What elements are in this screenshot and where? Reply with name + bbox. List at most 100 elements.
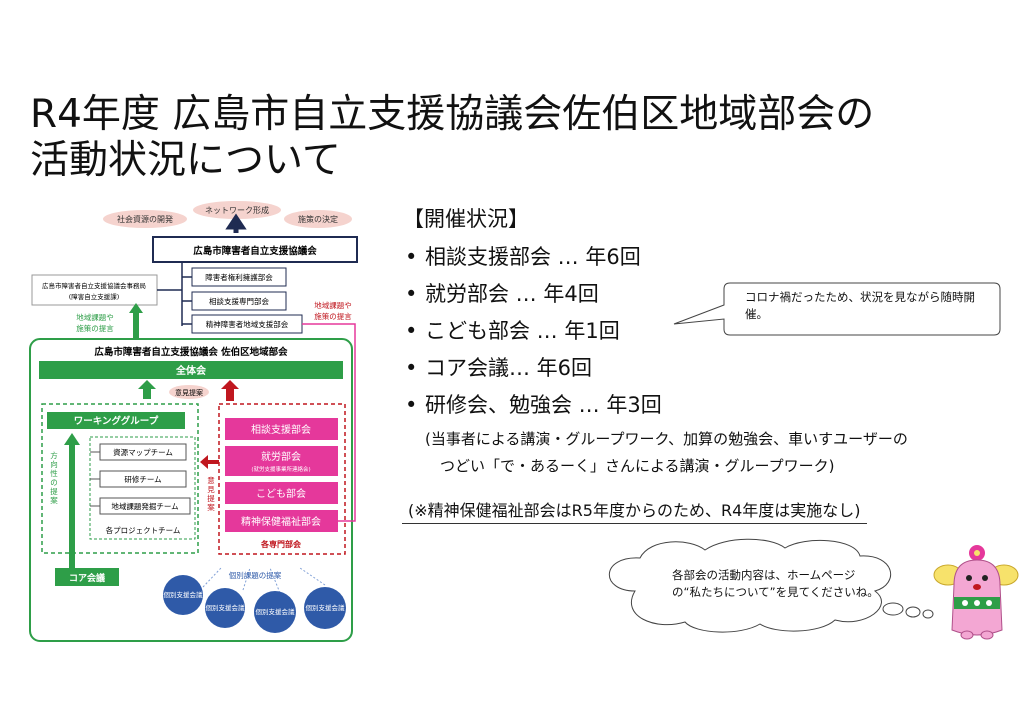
tag-resource-development-label: 社会資源の開発	[117, 214, 173, 224]
red-arrow-left	[200, 455, 219, 469]
training-detail: (当事者による講演・グループワーク、加算の勉強会、車いすユーザーの つどい「で・…	[425, 426, 1015, 480]
direction-proposal-text: 方向性 の提案	[50, 450, 58, 505]
status-item: • こども部会 … 年1回	[395, 313, 1005, 350]
team-issue-discovery-label: 地域課題発掘チーム	[111, 501, 178, 511]
bullet-icon: •	[405, 356, 418, 380]
saeki-council-title: 広島市障害者自立支援協議会 佐伯区地域部会	[94, 346, 288, 358]
section-children	[225, 482, 338, 504]
callout-text: コロナ禍だったため、状況を見ながら随時開催。	[745, 290, 975, 321]
mascot-character-icon	[933, 545, 1019, 640]
svg-text:見: 見	[207, 485, 215, 494]
page-title-line1: R4年度 広島市自立支援協議会佐伯区地域部会の	[30, 92, 875, 137]
section-mental-label: 精神保健福祉部会	[241, 515, 321, 528]
cloud-text: 各部会の活動内容は、ホームページの“私たちについて”を見てくださいね。	[672, 568, 879, 599]
bullet-icon: •	[405, 245, 418, 269]
page-title-line2: 活動状況について	[30, 138, 341, 183]
red-arrow-up-sections	[221, 380, 239, 401]
section-consult	[225, 418, 338, 440]
status-item-label: 就労部会 … 年4回	[425, 282, 599, 306]
city-sub-rights	[191, 267, 287, 287]
working-group-label: ワーキンググループ	[74, 415, 159, 427]
sections-caption: 各専門部会	[260, 539, 301, 549]
status-item: • 就労部会 … 年4回	[395, 276, 1005, 313]
support-meeting-4	[304, 587, 346, 629]
sections-frame	[218, 403, 346, 555]
svg-text:方: 方	[50, 450, 58, 460]
city-sub-mental-label: 精神障害者地域支援部会	[206, 319, 289, 329]
tag-policy	[284, 210, 352, 228]
svg-text:の: の	[50, 478, 58, 487]
section-employment-sub: (就労支援事業所連絡会)	[251, 465, 310, 473]
city-council-label: 広島市障害者自立支援協議会	[193, 245, 317, 257]
working-group-frame	[41, 403, 199, 554]
secretariat-box	[31, 274, 158, 306]
support-meeting-1	[163, 575, 203, 615]
svg-text:案: 案	[50, 495, 58, 505]
bullet-icon: •	[405, 319, 418, 343]
support-meeting-3-label: 個別支援会議	[256, 607, 296, 616]
right-proposal-label-2: 施策の提言	[314, 311, 352, 321]
svg-text:性: 性	[50, 468, 58, 478]
thought-cloud	[608, 538, 934, 633]
support-meeting-1-label: 個別支援会議	[164, 590, 204, 599]
svg-text:意: 意	[207, 475, 215, 485]
teams-caption: 各プロジェクトチーム	[106, 525, 181, 535]
individual-proposal-label: 個別課題の提案	[229, 570, 282, 580]
city-sub-consult	[191, 291, 287, 311]
svg-text:案: 案	[207, 502, 215, 512]
training-detail-line1: (当事者による講演・グループワーク、加算の勉強会、車いすユーザーの	[425, 430, 908, 448]
status-section: 【開催状況】 • 相談支援部会 … 年6回 • 就労部会 … 年4回 • こども部会 …	[395, 203, 1005, 424]
tag-network-label: ネットワーク形成	[205, 205, 269, 215]
secretariat-label: 広島市障害者自立支援協議会事務局	[42, 281, 146, 290]
section-children-label: こども部会	[256, 487, 306, 500]
green-arrow-up-wg	[138, 380, 156, 399]
working-group-bar	[47, 412, 185, 429]
callout-bubble	[673, 282, 1001, 336]
core-meeting-label: コア会議	[69, 572, 105, 584]
organization-diagram: 社会資源の開発 ネットワーク形成 施策の決定 広島市障害者自立支援協議会 障害者…	[29, 201, 358, 642]
city-sub-rights-label: 障害者権利擁護部会	[205, 272, 273, 282]
opinion-up-label: 意見提案	[175, 388, 203, 397]
section-employment-label: 就労部会	[261, 450, 301, 463]
core-meeting-box	[55, 568, 119, 586]
team-resource-map-label: 資源マップチーム	[113, 447, 173, 457]
bullet-icon: •	[405, 282, 418, 306]
section-consult-label: 相談支援部会	[251, 423, 311, 436]
right-proposal-label-1: 地域課題や	[314, 300, 352, 310]
left-proposal-label-2: 施策の提言	[76, 323, 114, 333]
opinion-up-tag	[169, 385, 209, 399]
city-sub-consult-label: 相談支援専門部会	[209, 296, 269, 306]
support-meeting-3	[254, 591, 296, 633]
secretariat-sub-label: (障害自立支援課)	[69, 292, 120, 301]
tag-policy-label: 施策の決定	[298, 214, 338, 224]
city-council-box	[152, 236, 358, 263]
svg-text:提: 提	[207, 493, 215, 503]
plenary-label: 全体会	[175, 364, 206, 377]
status-item: • 相談支援部会 … 年6回	[395, 239, 1005, 276]
svg-text:提: 提	[50, 486, 58, 496]
status-item-label: 研修会、勉強会 … 年3回	[425, 393, 662, 417]
mental-health-note: (※精神保健福祉部会はR5年度からのため、R4年度は実施なし)	[402, 497, 867, 524]
status-item: • コア会議… 年6回	[395, 350, 1005, 387]
arrow-up-top	[225, 213, 247, 233]
status-item: • 研修会、勉強会 … 年3回	[395, 387, 1005, 424]
status-item-label: 相談支援部会 … 年6回	[425, 245, 641, 269]
core-arrow-up	[64, 433, 80, 568]
section-employment	[225, 446, 338, 476]
status-item-label: コア会議… 年6回	[425, 356, 593, 380]
support-meeting-4-label: 個別支援会議	[306, 603, 346, 612]
plenary-bar	[39, 361, 343, 379]
tag-network	[193, 201, 281, 219]
status-item-label: こども部会 … 年1回	[425, 319, 620, 343]
section-mental	[225, 510, 338, 532]
tag-resource-development	[103, 210, 187, 228]
status-heading: 【開催状況】	[403, 207, 529, 231]
green-arrow-up-left	[129, 303, 143, 340]
svg-text:向: 向	[50, 459, 58, 469]
support-meeting-2	[205, 588, 245, 628]
teams-frame	[89, 436, 196, 540]
bullet-icon: •	[405, 393, 418, 417]
status-list: • 相談支援部会 … 年6回 • 就労部会 … 年4回 • こども部会 … 年1回 •…	[395, 239, 1005, 424]
support-meeting-2-label: 個別支援会議	[206, 603, 246, 612]
training-detail-line2: つどい「で・あるーく」さんによる講演・グループワーク)	[440, 457, 835, 475]
